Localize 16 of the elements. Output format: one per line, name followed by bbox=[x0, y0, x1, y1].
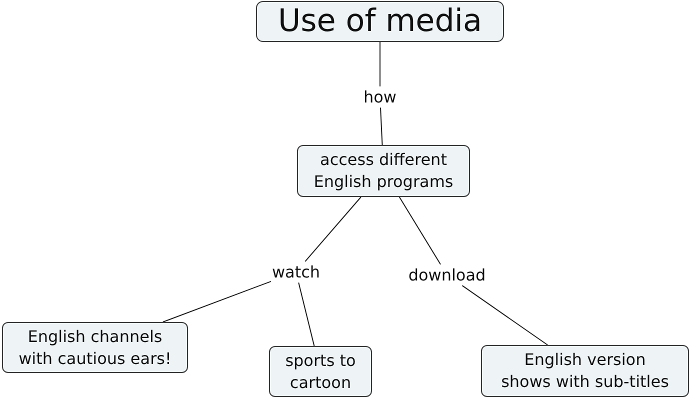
concept-text: sports to cartoon bbox=[284, 350, 357, 394]
concept-text: English channels with cautious ears! bbox=[18, 326, 172, 370]
concept-text: English version shows with sub-titles bbox=[500, 349, 670, 393]
connector-line bbox=[304, 196, 362, 262]
connector-line bbox=[298, 282, 315, 346]
concept-box bbox=[269, 346, 372, 397]
concept-box bbox=[297, 145, 470, 197]
concept-box bbox=[2, 322, 188, 373]
concept-box bbox=[481, 345, 689, 397]
connector-line bbox=[162, 280, 272, 322]
connector-line bbox=[462, 285, 548, 346]
concept-text: Use of media bbox=[278, 4, 482, 40]
concept-box bbox=[256, 1, 504, 42]
connector-line bbox=[398, 196, 442, 265]
connector-line bbox=[380, 107, 383, 146]
concept-text: access different English programs bbox=[312, 149, 454, 193]
